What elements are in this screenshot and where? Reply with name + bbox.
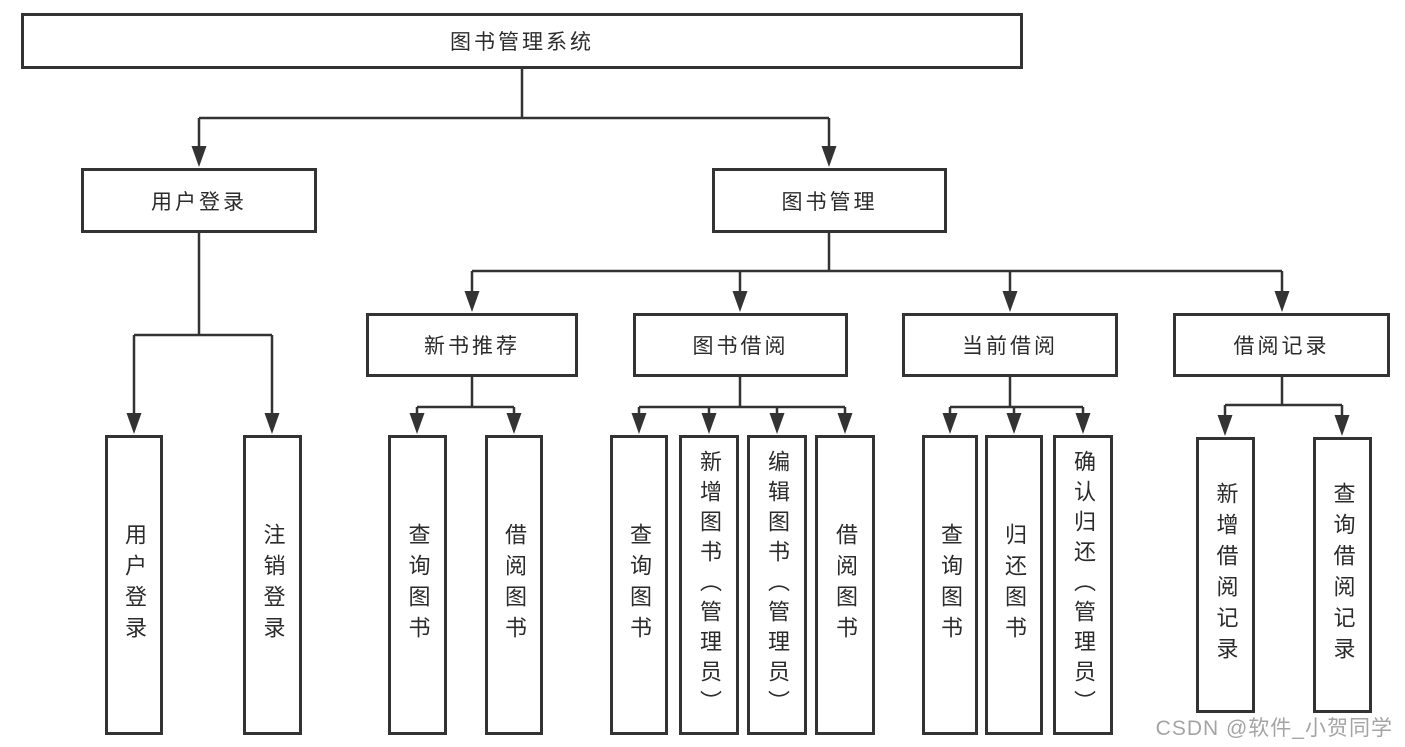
csdn-watermark: CSDN @软件_小贺同学	[1155, 717, 1393, 740]
node-leaf-user-login: 用户登录	[105, 435, 163, 735]
node-leaf-query-book-2: 查询图书	[610, 435, 668, 735]
node-leaf-query-borrow-record: 查询借阅记录	[1313, 437, 1372, 713]
node-new-book-recommend: 新书推荐	[366, 313, 578, 377]
node-leaf-edit-book-admin: 编辑图书（管理员）	[747, 435, 807, 735]
node-leaf-query-book-1: 查询图书	[388, 435, 447, 735]
node-leaf-add-book-admin: 新增图书（管理员）	[679, 435, 739, 735]
arrowheads	[126, 146, 1350, 436]
node-library-system: 图书管理系统	[21, 13, 1023, 69]
node-borrow-records: 借阅记录	[1173, 313, 1390, 377]
node-book-management: 图书管理	[712, 168, 947, 233]
node-leaf-logout: 注销登录	[243, 435, 302, 735]
node-user-login: 用户登录	[81, 168, 317, 233]
node-leaf-borrow-book-1: 借阅图书	[485, 435, 543, 735]
node-book-borrow: 图书借阅	[633, 313, 848, 377]
node-leaf-confirm-return-admin: 确认归还（管理员）	[1053, 435, 1113, 735]
node-leaf-borrow-book-2: 借阅图书	[815, 435, 875, 735]
node-leaf-return-book: 归还图书	[985, 435, 1043, 735]
node-leaf-query-book-3: 查询图书	[922, 435, 978, 735]
node-current-borrow: 当前借阅	[902, 313, 1118, 377]
node-leaf-add-borrow-record: 新增借阅记录	[1196, 437, 1255, 713]
